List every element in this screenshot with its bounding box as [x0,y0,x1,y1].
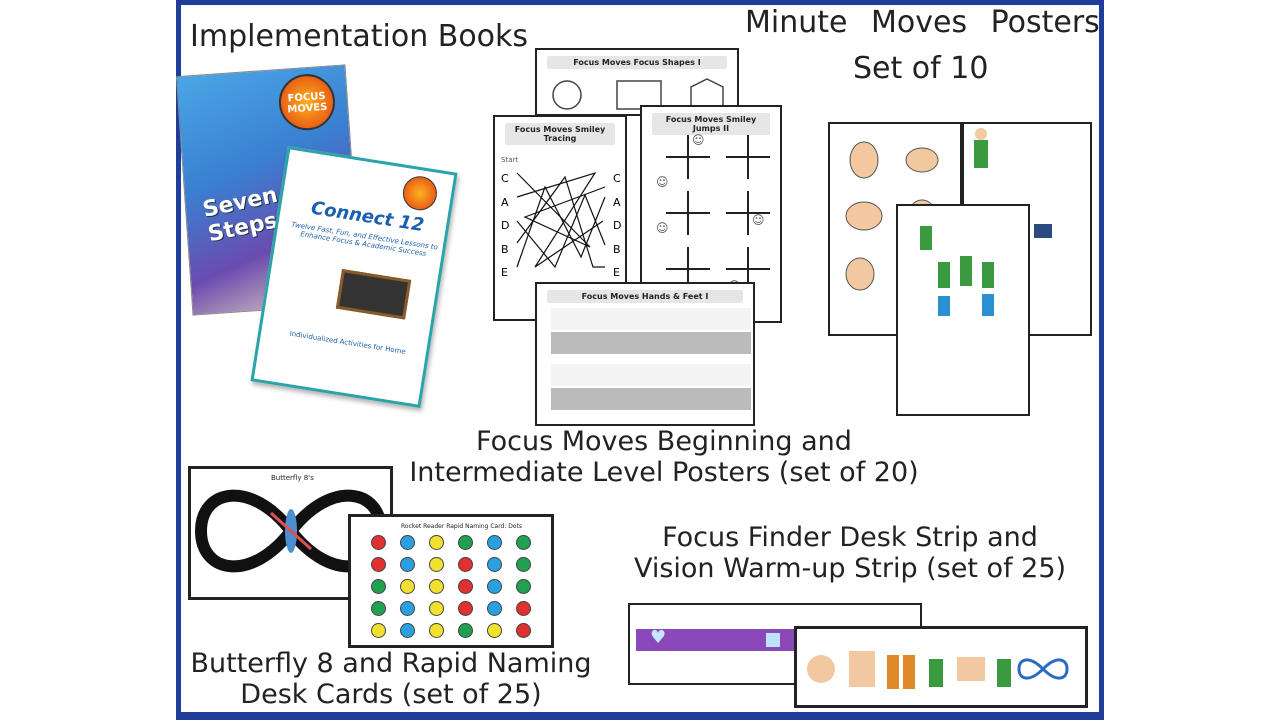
color-dot [429,557,444,572]
letter: E [613,266,620,279]
hands-row [551,364,751,386]
tracing-lines [516,171,606,269]
letter: E [501,266,508,279]
letter: A [501,195,509,209]
color-dot [458,579,473,594]
color-dot [458,535,473,550]
color-dot [371,557,386,572]
rapid-naming-card: Rocket Reader Rapid Naming Card: Dots [348,514,554,648]
focus-finder-line2: Vision Warm-up Strip (set of 25) [633,553,1067,585]
color-dot [429,623,444,638]
smiley-icon: ☺ [656,175,669,189]
focus-shapes-title: Focus Moves Focus Shapes I [547,56,727,69]
smiley-icon: ☺ [692,133,705,147]
color-dot [516,557,531,572]
focus-moves-logo-small [400,173,440,213]
square-icon [766,633,780,647]
butterfly-line2: Desk Cards (set of 25) [240,679,542,711]
butterfly-heading: Butterfly 8 and Rapid Naming Desk Cards … [186,648,596,710]
bottom-bar [176,712,1104,720]
color-dot [487,601,502,616]
hands-feet-poster: Focus Moves Hands & Feet I [535,282,755,426]
color-dot [371,601,386,616]
color-dot [458,601,473,616]
plus-cell [666,191,710,235]
color-dot [429,579,444,594]
color-dot [400,557,415,572]
chalkboard-illustration [335,269,412,320]
letter: D [613,219,622,232]
connect-12-book-cover: Connect 12 Twelve Fast, Fun, and Effecti… [250,146,458,408]
vision-warm-up-strip [794,626,1088,708]
focus-moves-line1: Focus Moves Beginning and [476,426,852,457]
letter: C [501,172,509,185]
focus-moves-logo: FOCUS MOVES [277,72,337,133]
tracing-title: Focus Moves Smiley Tracing [505,123,615,145]
heart-icon: ♥ [650,627,667,648]
moves-illustration [920,226,994,316]
letter: A [613,195,621,209]
smiley-icon: ☺ [752,213,765,227]
minute-moves-heading: Minute Moves Posters [745,5,1100,40]
letter: D [501,219,510,232]
color-dot [429,535,444,550]
implementation-books-heading: Implementation Books [190,19,529,54]
focus-moves-heading: Focus Moves Beginning and Intermediate L… [404,426,924,488]
color-dot [458,557,473,572]
color-dot [487,535,502,550]
butterfly-line1: Butterfly 8 and Rapid Naming [190,648,592,679]
color-dot [400,579,415,594]
color-dot [516,535,531,550]
color-dot [400,601,415,616]
start-label: Start [501,156,519,164]
focus-finder-line1: Focus Finder Desk Strip and [662,522,1038,553]
plus-cell [666,247,710,291]
smiley-icon: ☺ [656,221,669,235]
color-dot [400,535,415,550]
butterfly-title: Butterfly 8's [271,474,314,482]
focus-finder-heading: Focus Finder Desk Strip and Vision Warm-… [612,522,1088,584]
hands-feet-title: Focus Moves Hands & Feet I [547,290,743,303]
plus-cell [726,135,770,179]
color-dot [487,579,502,594]
color-dot [371,623,386,638]
color-dot [371,535,386,550]
focus-moves-line2: Intermediate Level Posters (set of 20) [409,457,919,489]
color-dot [516,601,531,616]
feet-row [551,332,751,354]
feet-row [551,388,751,410]
plus-cell [726,191,770,235]
letter: B [613,242,621,256]
color-dot [516,579,531,594]
tracing-left-letters: C A D B E [501,167,509,285]
color-dot [458,623,473,638]
rapid-title: Rocket Reader Rapid Naming Card: Dots [401,523,523,530]
color-dot [371,579,386,594]
warm-up-illustrations [807,651,1069,689]
jumps-title: Focus Moves Smiley Jumps II [652,113,770,135]
plus-cell [666,135,710,179]
focus-shapes-poster: Focus Moves Focus Shapes I [535,48,739,116]
color-dot [400,623,415,638]
letter: C [613,172,621,185]
book2-footer: Individualized Activities for Home [289,329,407,356]
hands-row [551,308,751,330]
plus-cell [726,247,770,291]
color-dot [429,601,444,616]
set-of-10-label: Set of 10 [853,51,989,86]
minute-moves-poster-3 [896,204,1030,416]
tracing-right-letters: C A D B E [613,167,621,285]
color-dot [487,557,502,572]
color-dot [487,623,502,638]
color-dot [516,623,531,638]
letter: B [501,242,509,256]
